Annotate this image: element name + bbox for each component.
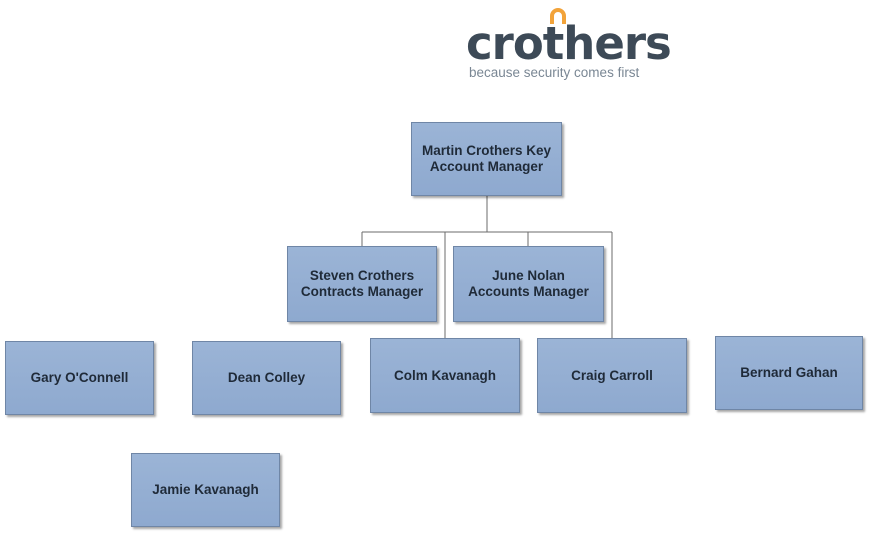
logo-tagline: because security comes first xyxy=(469,65,640,80)
org-box-jamie-kavanagh: Jamie Kavanagh xyxy=(131,453,280,527)
org-box-bernard-gahan: Bernard Gahan xyxy=(715,336,863,410)
org-box-june-nolan: June Nolan Accounts Manager xyxy=(453,246,604,322)
org-box-steven-crothers: Steven Crothers Contracts Manager xyxy=(287,246,437,322)
org-box-label: June Nolan Accounts Manager xyxy=(468,268,589,299)
org-box-label: Craig Carroll xyxy=(571,367,653,383)
org-box-label: Dean Colley xyxy=(227,370,306,385)
org-box-label: Bernard Gahan xyxy=(740,365,838,380)
org-box-label: Martin Crothers Key Account Manager xyxy=(421,143,552,174)
logo-wordmark: crothers xyxy=(466,17,672,70)
org-box-martin-crothers: Martin Crothers Key Account Manager xyxy=(411,122,562,196)
crothers-logo: crothers because security comes first xyxy=(466,8,672,84)
org-box-label: Jamie Kavanagh xyxy=(152,482,259,497)
org-box-label: Gary O'Connell xyxy=(30,370,129,385)
org-box-craig-carroll: Craig Carroll xyxy=(537,338,687,413)
org-box-dean-colley: Dean Colley xyxy=(192,341,341,415)
org-box-label: Colm Kavanagh xyxy=(393,367,497,383)
org-box-colm-kavanagh: Colm Kavanagh xyxy=(370,338,520,413)
org-box-gary-oconnell: Gary O'Connell xyxy=(5,341,154,415)
org-box-label: Steven Crothers Contracts Manager xyxy=(300,268,424,299)
padlock-icon xyxy=(550,8,566,24)
